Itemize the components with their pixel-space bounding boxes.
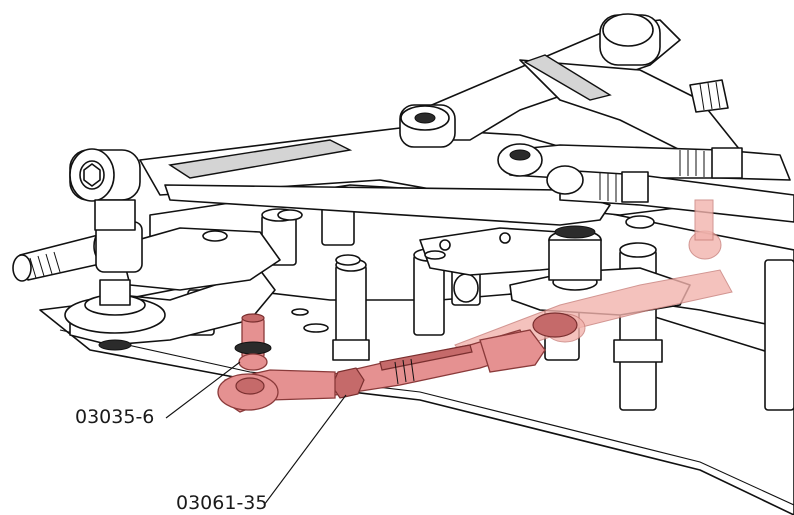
upper-pivot-ball bbox=[69, 148, 141, 231]
left-axle bbox=[12, 221, 143, 282]
callout-label-turnbuckle: 03061-35 bbox=[176, 492, 267, 514]
leader-line-ball-stud bbox=[165, 361, 241, 419]
tie-rod-lower bbox=[546, 165, 794, 223]
left-steering-knuckle bbox=[64, 227, 281, 351]
turnbuckle-03061-35 bbox=[329, 312, 578, 399]
callout-leaders bbox=[165, 361, 347, 506]
leader-line-turnbuckle bbox=[263, 394, 347, 506]
highlighted-steering-link bbox=[217, 199, 733, 413]
standoff bbox=[764, 259, 794, 411]
threaded-end bbox=[689, 79, 729, 113]
callout-label-ball-stud: 03035-6 bbox=[75, 406, 154, 428]
wishbone-pivot bbox=[599, 13, 661, 66]
plate-screws bbox=[202, 209, 655, 316]
upper-wishbone bbox=[399, 13, 741, 161]
ball-stud-03035-6 bbox=[217, 313, 336, 413]
wishbone-pivot bbox=[399, 104, 456, 148]
standoff bbox=[332, 258, 370, 361]
